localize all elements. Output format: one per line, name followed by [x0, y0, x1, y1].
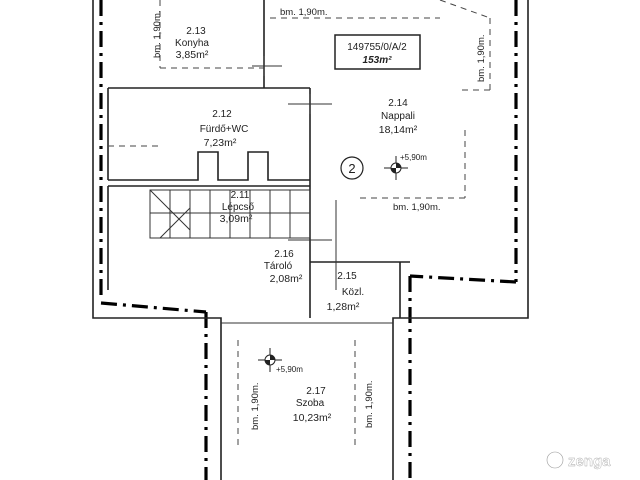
room-area: 7,23m²: [204, 137, 237, 149]
room-name: Szoba: [296, 398, 325, 409]
room-kozl: 2.15 Közl. 1,28m²: [327, 271, 364, 313]
floor-number: 2: [348, 161, 355, 176]
boundary-right-step: [409, 274, 517, 284]
unit-code: 149755/0/A/2: [347, 42, 407, 53]
level-marker-living: +5,90m: [384, 153, 427, 180]
room-name: Nappali: [381, 111, 415, 122]
room-number: 2.12: [212, 109, 232, 120]
height-label-bedroom-right: bm. 1,90m.: [364, 380, 375, 428]
level-value: +5,90m: [276, 365, 303, 374]
room-number: 2.17: [306, 386, 326, 397]
room-furdo-wc: 2.12 Fürdő+WC 7,23m²: [200, 109, 249, 149]
room-konyha: 2.13 Konyha 3,85m²: [175, 26, 209, 61]
room-szoba: 2.17 Szoba 10,23m²: [293, 386, 332, 424]
zenga-watermark: zenga: [545, 450, 611, 470]
room-area: 3,85m²: [176, 49, 209, 61]
level-marker-bedroom: +5,90m: [258, 348, 303, 374]
room-number: 2.13: [186, 26, 206, 37]
height-label-living: bm. 1,90m.: [393, 202, 441, 213]
room-name: Lépcső: [222, 202, 255, 213]
room-area: 10,23m²: [293, 412, 332, 424]
room-name: Konyha: [175, 38, 209, 49]
height-label-top-center: bm. 1,90m.: [280, 7, 328, 18]
room-nappali: 2.14 Nappali 18,14m²: [379, 98, 418, 136]
room-name: Tároló: [264, 261, 293, 272]
watermark-text: zenga: [568, 453, 611, 470]
room-area: 1,28m²: [327, 301, 360, 313]
room-name: Fürdő+WC: [200, 124, 249, 135]
boundary-left-diagonal: [100, 301, 207, 314]
room-lepcso: 2.11 Lépcső 3,09m²: [220, 190, 255, 225]
unit-area: 153m²: [363, 55, 393, 66]
unit-info-box: 149755/0/A/2 153m²: [334, 34, 421, 70]
height-label-top-right: bm. 1,90m.: [476, 34, 487, 82]
height-label-top-left: bm. 1,90m.: [152, 10, 163, 58]
room-area: 2,08m²: [270, 273, 303, 285]
height-label-bedroom-left: bm. 1,90m.: [250, 382, 261, 430]
room-number: 2.15: [337, 271, 357, 282]
room-tarolo: 2.16 Tároló 2,08m²: [264, 249, 303, 285]
bath-south-wall: [108, 151, 310, 181]
room-number: 2.14: [388, 98, 408, 109]
outer-wall-left: [92, 0, 222, 480]
room-number: 2.16: [274, 249, 294, 260]
room-area: 3,09m²: [220, 213, 253, 225]
height-line-top-right: [439, 0, 491, 19]
outer-wall-right: [392, 0, 529, 480]
room-name: Közl.: [342, 287, 364, 298]
floor-marker: 2: [340, 156, 364, 180]
cross-marks: [252, 56, 337, 290]
room-area: 18,14m²: [379, 124, 418, 136]
room-number: 2.11: [231, 190, 250, 201]
level-value: +5,90m: [400, 153, 427, 162]
staircase: [149, 189, 311, 239]
